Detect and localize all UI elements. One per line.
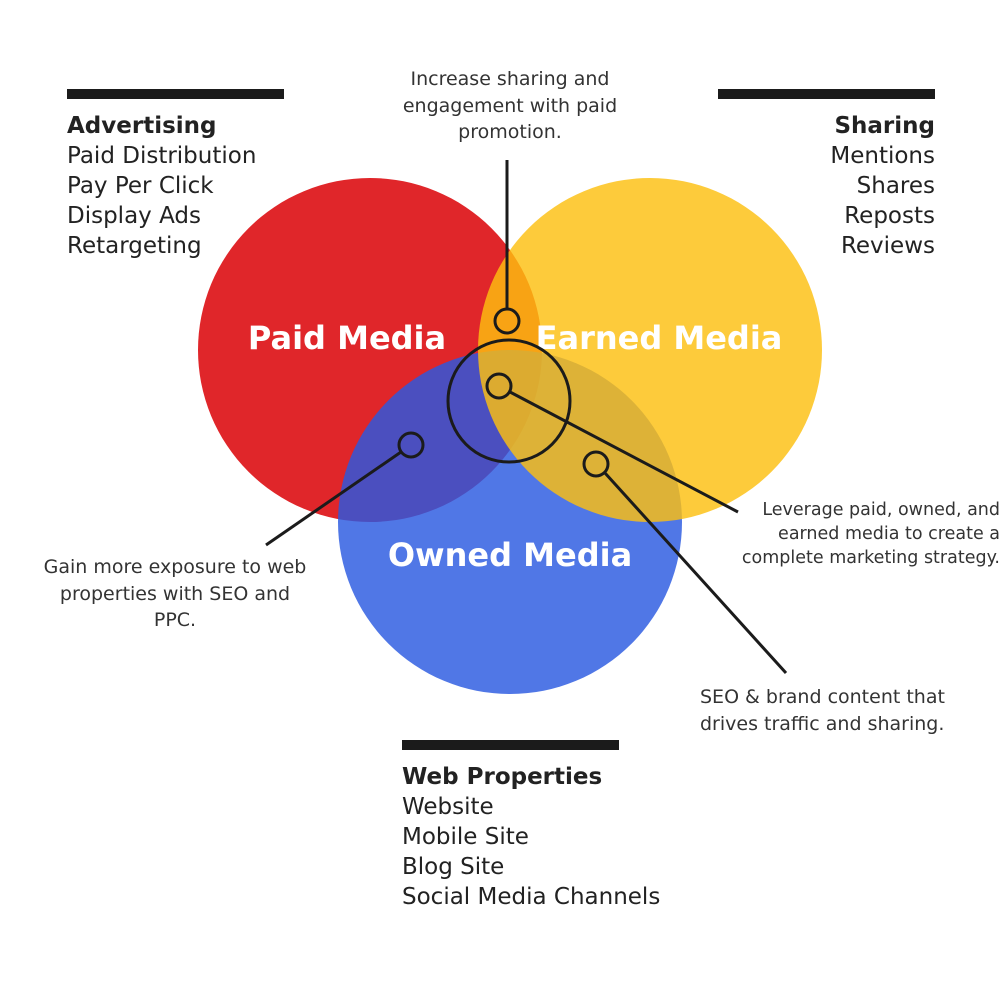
connector-bottom-right: [603, 471, 788, 675]
paid-media-label: Paid Media: [248, 319, 446, 357]
sharing-bar: [718, 89, 935, 99]
earned-media-circle: [478, 178, 822, 522]
web-properties-block: Web Properties Website Mobile Site Blog …: [402, 740, 702, 912]
center-ring: [446, 338, 572, 464]
web-properties-item: Website: [402, 794, 494, 820]
sharing-item: Shares: [856, 173, 935, 199]
callout-owned-earned: SEO & brand content that drives traffic …: [700, 684, 990, 737]
connector-center: [509, 390, 739, 514]
marker-paid-owned: [397, 431, 425, 459]
sharing-heading: Sharing: [834, 113, 935, 139]
marker-paid-earned: [493, 307, 521, 335]
marker-owned-earned: [582, 450, 610, 478]
connector-lines: [265, 160, 788, 675]
callout-line: SEO & brand content that: [700, 686, 945, 708]
advertising-item: Paid Distribution: [67, 143, 257, 169]
sharing-item: Reposts: [844, 203, 935, 229]
sharing-item: Reviews: [840, 233, 935, 259]
web-properties-item: Social Media Channels: [402, 884, 661, 910]
advertising-bar: [67, 89, 284, 99]
web-properties-item: Mobile Site: [402, 824, 529, 850]
callout-line: drives traffic and sharing.: [700, 712, 945, 735]
callout-all-three: Leverage paid, owned, and earned media t…: [720, 498, 1000, 570]
sharing-block: Sharing Mentions Shares Reposts Reviews: [718, 89, 935, 261]
web-properties-bar: [402, 740, 619, 750]
advertising-item: Pay Per Click: [67, 173, 214, 199]
callout-line: complete marketing strategy.: [741, 548, 1000, 568]
callout-paid-owned: Gain more exposure to web properties wit…: [20, 554, 330, 634]
advertising-item: Display Ads: [67, 203, 202, 229]
callout-line: Leverage paid, owned, and: [762, 500, 1000, 520]
advertising-heading: Advertising: [67, 113, 217, 139]
connector-left: [265, 450, 402, 547]
earned-media-label: Earned Media: [536, 319, 783, 357]
callout-line: Increase sharing and: [410, 68, 610, 90]
callout-line: engagement with paid: [402, 94, 618, 117]
advertising-item: Retargeting: [67, 233, 202, 259]
callout-line: promotion.: [458, 121, 562, 143]
callout-paid-earned: Increase sharing and engagement with pai…: [380, 66, 640, 146]
web-properties-heading: Web Properties: [402, 764, 603, 790]
web-properties-item: Blog Site: [402, 854, 505, 880]
callout-line: Gain more exposure to web: [43, 556, 307, 578]
callout-line: properties with SEO and: [59, 582, 291, 605]
sharing-item: Mentions: [830, 143, 935, 169]
callout-line: PPC.: [153, 609, 197, 631]
owned-media-label: Owned Media: [388, 536, 632, 574]
callout-line: earned media to create a: [778, 524, 1000, 544]
advertising-block: Advertising Paid Distribution Pay Per Cl…: [67, 89, 284, 261]
marker-center: [485, 372, 513, 400]
